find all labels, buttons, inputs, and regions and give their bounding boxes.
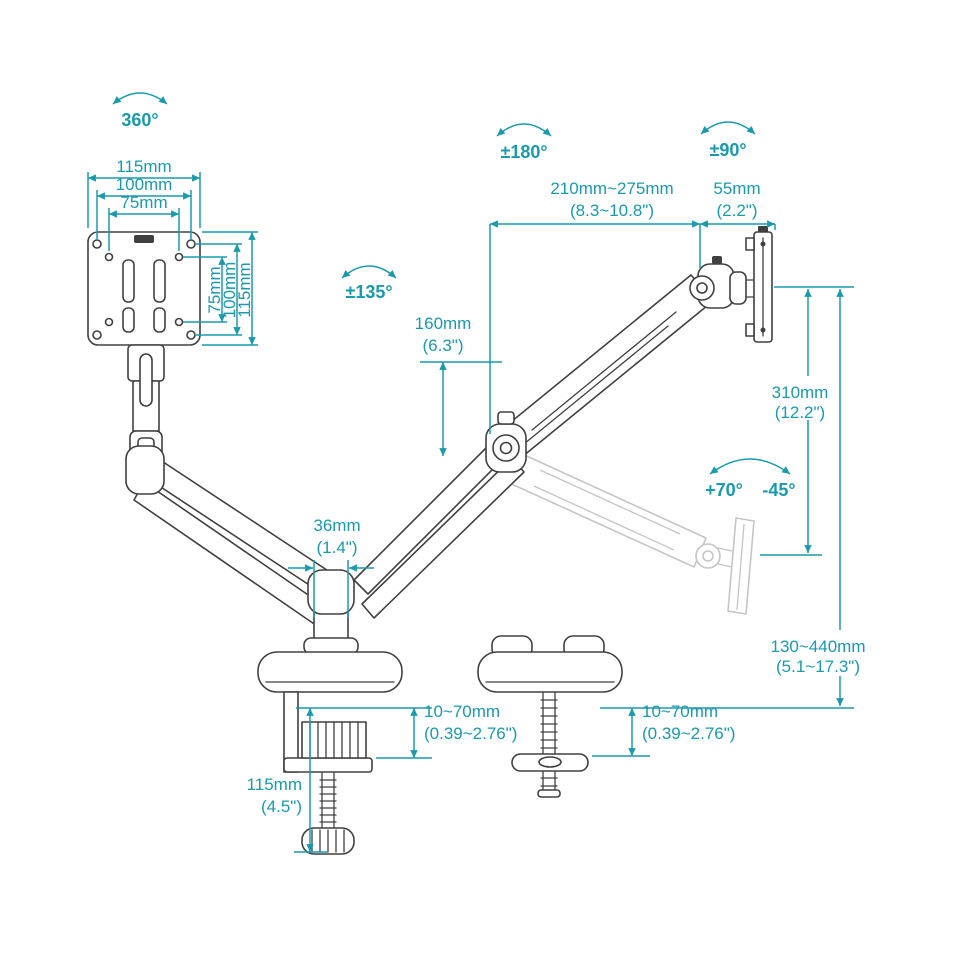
- right-gas-spring-arm: [485, 256, 755, 473]
- tilt-down-label: -45°: [762, 480, 795, 500]
- dim-vesa-width-100: 100mm: [96, 175, 192, 240]
- post-36-label-mm: 36mm: [313, 516, 360, 535]
- clamp-lower-jaw: [283, 757, 373, 773]
- dim-post-36: 36mm (1.4"): [288, 516, 374, 618]
- clamp-left-label-inch: (0.39~2.76"): [424, 724, 517, 743]
- head-slot: [139, 353, 153, 407]
- clamp-height-label-inch: (4.5"): [261, 797, 302, 816]
- mount-screw-bottom: [760, 327, 766, 333]
- clamp-left-label-mm: 10~70mm: [424, 702, 500, 721]
- height-range-label-mm: 130~440mm: [771, 637, 866, 656]
- rotation-arrow-icon: [700, 121, 756, 135]
- dim-clamp-left-10-70: 10~70mm (0.39~2.76"): [296, 702, 517, 759]
- vesa-height-75-label: 75mm: [205, 266, 224, 313]
- ghost-arm-body: [504, 451, 707, 568]
- tilt-up-label: +70°: [705, 480, 743, 500]
- clamp-base-plate: [257, 651, 403, 693]
- arm-160-label-mm: 160mm: [415, 314, 472, 333]
- reach-label-inch: (8.3~10.8"): [570, 201, 654, 220]
- rotation-arrow-icon: [496, 123, 552, 137]
- grommet-base-plate: [477, 651, 623, 693]
- vesa-height-115-label: 115mm: [235, 262, 254, 317]
- travel-310-label-inch: (12.2"): [775, 403, 825, 422]
- rotation-180-label: ±180°: [500, 142, 547, 162]
- rotation-360-label: 360°: [121, 110, 158, 130]
- vesa-75mm-holes: [104, 252, 184, 327]
- clamp-height-label-mm: 115mm: [247, 775, 302, 794]
- post-36-label-inch: (1.4"): [317, 538, 358, 557]
- rotation-arrow-icon: [112, 92, 168, 105]
- tilt-range: +70° -45°: [705, 458, 796, 500]
- mount-screw-top: [760, 241, 766, 247]
- grommet-rod-end: [537, 789, 561, 798]
- vesa-top-tab: [134, 235, 154, 243]
- vesa-plate-front-view: [87, 231, 201, 346]
- center-post-and-base: [257, 569, 403, 693]
- vesa-width-75-label: 75mm: [120, 193, 167, 212]
- rotation-90-label: ±90°: [709, 140, 746, 160]
- vesa-slots: [122, 259, 166, 333]
- grommet-mount: [477, 635, 623, 798]
- vesa-height-100-label: 100mm: [220, 262, 239, 319]
- dim-lower-arm-160: 160mm (6.3"): [415, 314, 502, 456]
- dim-travel-310: 310mm (12.2"): [760, 289, 829, 556]
- arm-160-label-inch: (6.3"): [423, 336, 464, 355]
- dim-vesa-height-115: 115mm: [202, 231, 258, 346]
- rotation-135: ±135°: [341, 265, 397, 302]
- tilt-arrow-icon: [709, 458, 791, 475]
- dim-height-range-130-440: 130~440mm (5.1~17.3"): [771, 289, 866, 706]
- travel-310-label-mm: 310mm: [772, 383, 829, 402]
- rotation-135-label: ±135°: [345, 282, 392, 302]
- dim-vesa-width-115: 115mm: [87, 157, 201, 228]
- dim-grommet-10-70: 10~70mm (0.39~2.76"): [592, 702, 735, 757]
- rotation-90: ±90°: [700, 121, 756, 160]
- grommet-rod-threads: [540, 699, 558, 787]
- dim-vesa-height-100: 100mm: [195, 243, 242, 336]
- tilt-cylinder: [729, 271, 747, 305]
- grommet-label-mm: 10~70mm: [642, 702, 718, 721]
- right-mount-plate-side-view: [745, 226, 773, 343]
- left-arm-head-joint: [125, 445, 165, 495]
- rotation-360: 360°: [112, 92, 168, 130]
- dim-vesa-height-75: 75mm: [183, 256, 227, 323]
- grommet-label-inch: (0.39~2.76"): [642, 724, 735, 743]
- dim-vesa-width-75: 75mm: [108, 193, 180, 251]
- dim-head-55: 55mm (2.2"): [700, 179, 776, 230]
- vesa-width-100-label: 100mm: [116, 175, 173, 194]
- reach-label-mm: 210mm~275mm: [550, 179, 673, 198]
- dim-reach-210-275: 210mm~275mm (8.3~10.8"): [489, 179, 701, 434]
- vesa-plate: [87, 231, 201, 346]
- clamp-pad-ribs: [309, 721, 359, 759]
- gas-spring-arm-body: [494, 274, 714, 462]
- left-arm-links: [125, 445, 343, 629]
- ghost-arm-lowered-position: [504, 451, 755, 615]
- rotation-180: ±180°: [496, 123, 552, 162]
- head-55-label-mm: 55mm: [713, 179, 760, 198]
- right-arm-lower-links: [353, 435, 525, 619]
- height-range-label-inch: (5.1~17.3"): [776, 657, 860, 676]
- head-55-label-inch: (2.2"): [717, 201, 758, 220]
- desk-clamp: [283, 691, 373, 855]
- clamp-screw-threads: [319, 779, 337, 823]
- arm-hub: [307, 569, 355, 615]
- vesa-width-115-label: 115mm: [116, 157, 171, 176]
- dim-clamp-height-115: 115mm (4.5"): [247, 708, 328, 853]
- rotation-arrow-icon: [341, 265, 397, 279]
